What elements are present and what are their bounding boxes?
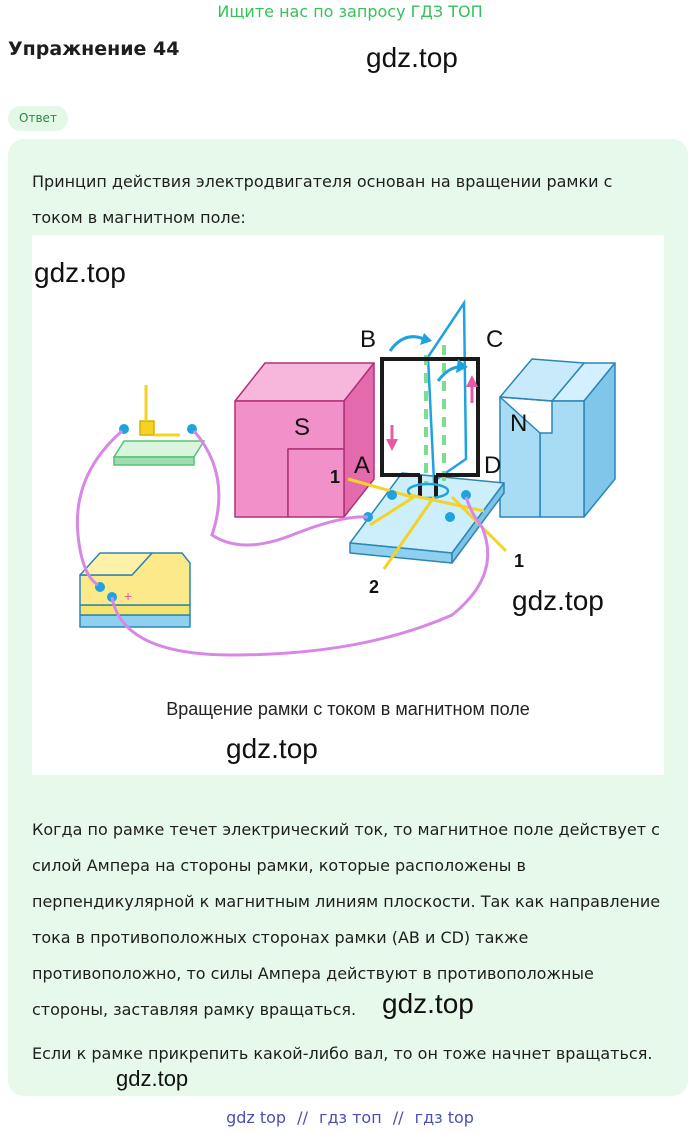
footer-link-gdz-top-mixed[interactable]: гдз top: [414, 1108, 474, 1127]
footer-separator: //: [392, 1108, 404, 1127]
battery: +: [79, 552, 191, 628]
watermark: gdz.top: [512, 585, 604, 616]
intro-line-1: Принцип действия электродвигателя основа…: [32, 172, 613, 191]
body-line-5: противоположно, то силы Ампера действуют…: [32, 964, 594, 983]
label-d: D: [484, 452, 501, 479]
footer-link-gdz-top[interactable]: gdz top: [226, 1108, 287, 1127]
intro-line-2: током в магнитном поле:: [32, 208, 246, 227]
label-brush-1-right: 1: [514, 551, 524, 571]
footer-separator: //: [297, 1108, 308, 1127]
body-line-4: тока в противоположных сторонах рамки (A…: [32, 928, 529, 947]
switch: [112, 385, 206, 466]
label-brush-1-left: 1: [330, 467, 340, 487]
watermark: gdz.top: [366, 42, 458, 73]
motor-diagram: + B C A D S N 1 1 2: [75, 298, 616, 657]
watermark: gdz.top: [116, 1066, 189, 1091]
last-line: Если к рамке прикрепить какой-либо вал, …: [32, 1044, 653, 1063]
label-b: B: [360, 326, 376, 353]
svg-text:+: +: [124, 588, 132, 604]
footer-links: gdz top // гдз топ // гдз top: [0, 1108, 700, 1127]
axis-dashed: [424, 345, 446, 489]
footer-link-gdz-top-ru[interactable]: гдз топ: [319, 1108, 382, 1127]
motor-figure: + B C A D S N 1 1 2 gdz.top gdz.top Вращ…: [32, 235, 664, 775]
label-a: A: [354, 452, 370, 479]
answer-badge[interactable]: Ответ: [8, 106, 68, 131]
body-line-6: стороны, заставляя рамку вращаться.: [32, 1000, 357, 1019]
frame-abcd: [380, 357, 480, 497]
watermark: gdz.top: [226, 733, 318, 764]
body-line-1: Когда по рамке течет электрический ток, …: [32, 820, 660, 839]
figure-caption: Вращение рамки с током в магнитном поле: [166, 699, 530, 719]
promo-banner[interactable]: Ищите нас по запросу ГДЗ ТОП: [217, 2, 483, 21]
wires: [75, 429, 490, 657]
label-n: N: [510, 410, 527, 437]
rotation-plane: [426, 298, 468, 484]
magnet-s: [234, 362, 375, 518]
magnet-n: [499, 358, 616, 518]
exercise-title: Упражнение 44: [8, 38, 180, 60]
label-s: S: [294, 414, 310, 441]
label-ring-2: 2: [369, 577, 379, 597]
body-line-2: силой Ампера на стороны рамки, которые р…: [32, 856, 526, 875]
label-c: C: [486, 326, 503, 353]
pins: [363, 490, 471, 522]
body-line-3: перпендикулярной к магнитным линиям плос…: [32, 892, 661, 911]
current-arrow-icon: [390, 385, 474, 441]
watermark: gdz.top: [382, 988, 474, 1019]
watermark: gdz.top: [34, 257, 126, 288]
